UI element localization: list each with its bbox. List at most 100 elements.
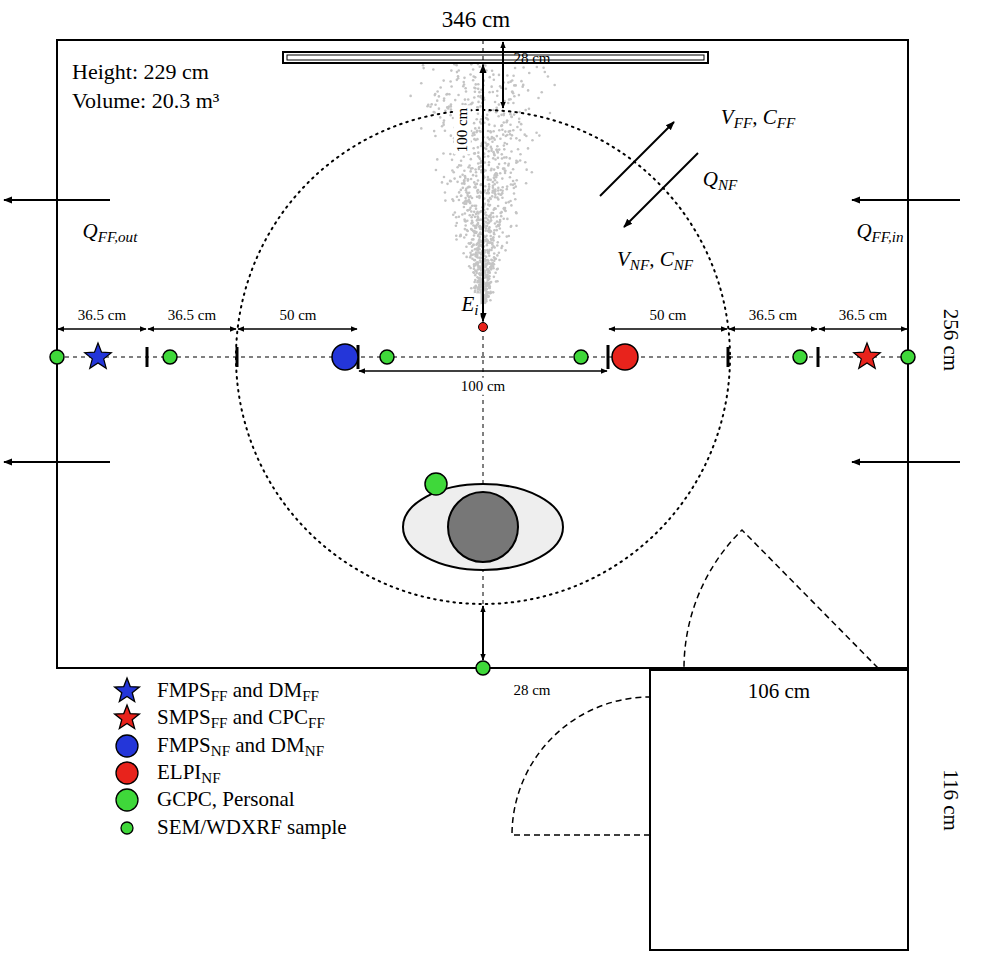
plume-dot [496, 244, 499, 247]
plume-dot [466, 219, 469, 222]
plume-dot [499, 172, 502, 175]
plume-dot [475, 171, 478, 174]
plume-dot [538, 134, 541, 137]
flow-arrows [4, 122, 960, 462]
plume-dot [502, 217, 505, 220]
plume-dot [488, 249, 491, 252]
plume-dot [477, 88, 480, 91]
plume-dot [484, 217, 487, 220]
plume-dot [487, 130, 490, 133]
legend-symbol [115, 705, 140, 729]
plume-dot [427, 104, 430, 107]
plume-dot [467, 98, 470, 101]
plume-dot [494, 158, 497, 161]
plume-dot [496, 220, 499, 223]
plume-dot [495, 172, 498, 175]
plume-dot [474, 90, 477, 93]
plume-dot [512, 168, 515, 171]
plume-dot [451, 198, 454, 201]
plume-dot [491, 195, 494, 198]
plume-dot [476, 256, 479, 259]
plume-dot [476, 183, 479, 186]
plume-dot [490, 85, 493, 88]
plume-dot [474, 259, 477, 262]
plume-dot [504, 172, 507, 175]
plume-dot [504, 210, 507, 213]
plume-dot [505, 188, 508, 191]
plume-dot [477, 95, 480, 98]
plume-dot [470, 228, 473, 231]
plume-dot [470, 210, 473, 213]
plume-dot [540, 91, 543, 94]
plume-dot [456, 222, 459, 225]
plume-dot [517, 148, 520, 151]
plume-dot [470, 287, 473, 290]
plume-dot [497, 157, 500, 160]
plume-dot [497, 193, 500, 196]
plume-dot [544, 71, 547, 74]
plume-dot [500, 125, 503, 128]
plume-dot [511, 90, 514, 93]
plume-dot [488, 254, 491, 257]
plume-dot [486, 244, 489, 247]
plume-dot [455, 235, 458, 238]
plume-dot [494, 196, 497, 199]
plume-dot [496, 215, 499, 218]
plume-dot [469, 195, 472, 198]
plume-dot [507, 130, 510, 133]
plume-dot [504, 249, 507, 252]
dimension-label: 100 cm [454, 106, 471, 155]
legend-text: FMPSFF and DMFF [157, 679, 319, 702]
plume-dot [506, 143, 509, 146]
plume-dot [503, 112, 506, 115]
dimension-label: 36.5 cm [168, 307, 216, 324]
samplers [50, 350, 915, 675]
plume-dot [509, 176, 512, 179]
plume-dot [518, 111, 521, 114]
plume-dot [457, 69, 460, 72]
plume-dot [472, 147, 475, 150]
plume-dot [473, 211, 476, 214]
plume-dot [488, 285, 491, 288]
plume-dot [446, 106, 449, 109]
plume-dot [438, 107, 441, 110]
plume-dot [496, 94, 499, 97]
plume-dot [469, 170, 472, 173]
plume-dot [432, 111, 435, 114]
plume-dot [479, 130, 482, 133]
plume-dot [490, 281, 493, 284]
door-swing [684, 530, 878, 668]
plume-dot [522, 84, 525, 87]
plume-dot [473, 181, 476, 184]
plume-dot [492, 109, 495, 112]
plume-dot [542, 66, 545, 69]
plume-dot [478, 127, 481, 130]
plume-dot [493, 276, 496, 279]
elpi-nf [612, 344, 638, 370]
plume-dot [496, 181, 499, 184]
plume-dot [436, 158, 439, 161]
plume-dot [496, 90, 499, 93]
plume-dot [478, 273, 481, 276]
plume-dot [477, 113, 480, 116]
dimension-arrow [502, 42, 504, 108]
plume-dot [480, 95, 483, 98]
plume-dot [494, 179, 497, 182]
plume-dot [478, 238, 481, 241]
plume-dot [492, 186, 495, 189]
plume-dot [444, 199, 447, 202]
plume-dot [515, 162, 518, 165]
plume-dot [456, 79, 459, 82]
plume-dot [462, 155, 465, 158]
plume-dot [464, 175, 467, 178]
plume-dot [500, 215, 503, 218]
plume-dot [486, 225, 489, 228]
plume-dot [479, 233, 482, 236]
worker-shoulders [403, 484, 563, 570]
plume-dot [487, 150, 490, 153]
plume-dot [487, 278, 490, 281]
plume-dot [486, 277, 489, 280]
plume-dot [476, 248, 479, 251]
plume-dot [476, 219, 479, 222]
plume-dot [471, 238, 474, 241]
